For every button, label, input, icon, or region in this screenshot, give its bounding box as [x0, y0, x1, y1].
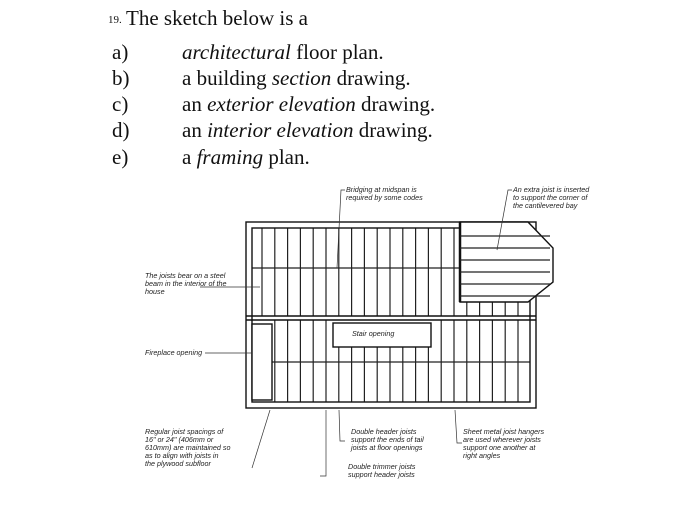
note-spacing: Regular joist spacings of 16" or 24" (40…	[145, 427, 231, 468]
option-emphasis: interior elevation	[207, 118, 354, 142]
note-double-header: Double header joists support the ends of…	[351, 427, 424, 452]
leader-lines	[200, 189, 512, 477]
plan-outline	[245, 221, 554, 409]
question-stem: The sketch below is a	[126, 6, 308, 30]
option-emphasis: exterior elevation	[207, 92, 356, 116]
option-letter: a)	[112, 40, 129, 64]
option-text: drawing.	[331, 66, 411, 90]
note-bridging: Bridging at midspan is required by some …	[346, 185, 423, 202]
option-text: a	[182, 145, 197, 169]
note-steel-beam: The joists bear on a steel beam in the i…	[145, 271, 227, 296]
cantilever-bay-joists	[460, 235, 550, 297]
option-text: an	[182, 118, 208, 142]
stair-opening	[332, 322, 432, 348]
option-text: a building	[182, 66, 272, 90]
option-text: drawing.	[355, 92, 436, 116]
option-letter: e)	[112, 145, 129, 169]
note-hangers: Sheet metal joist hangers are used where…	[463, 427, 545, 460]
option-d[interactable]: d) an interior elevation drawing.	[112, 118, 433, 143]
note-stair: Stair opening	[352, 329, 395, 338]
option-text: floor plan.	[290, 40, 384, 64]
note-extra-joist: An extra joist is inserted to support th…	[513, 185, 590, 210]
option-emphasis: framing	[196, 145, 264, 169]
option-letter: c)	[112, 92, 129, 116]
option-text: plan.	[263, 145, 310, 169]
option-c[interactable]: c) an exterior elevation drawing.	[112, 92, 435, 117]
joists	[252, 228, 530, 402]
option-emphasis: architectural	[182, 40, 291, 64]
option-text: drawing.	[353, 118, 433, 142]
option-emphasis: section	[271, 66, 332, 90]
option-letter: b)	[112, 66, 130, 90]
option-text: an	[182, 92, 208, 116]
option-b[interactable]: b) a building section drawing.	[112, 66, 411, 91]
fireplace-opening	[251, 323, 273, 401]
option-letter: d)	[112, 118, 130, 142]
option-a[interactable]: a) architectural floor plan.	[112, 40, 384, 65]
question-number: 19.	[108, 14, 122, 26]
openings	[251, 322, 432, 401]
note-fireplace: Fireplace opening	[145, 348, 203, 357]
note-double-trimmer: Double trimmer joists support header joi…	[348, 462, 416, 479]
option-e[interactable]: e) a framing plan.	[112, 145, 310, 170]
